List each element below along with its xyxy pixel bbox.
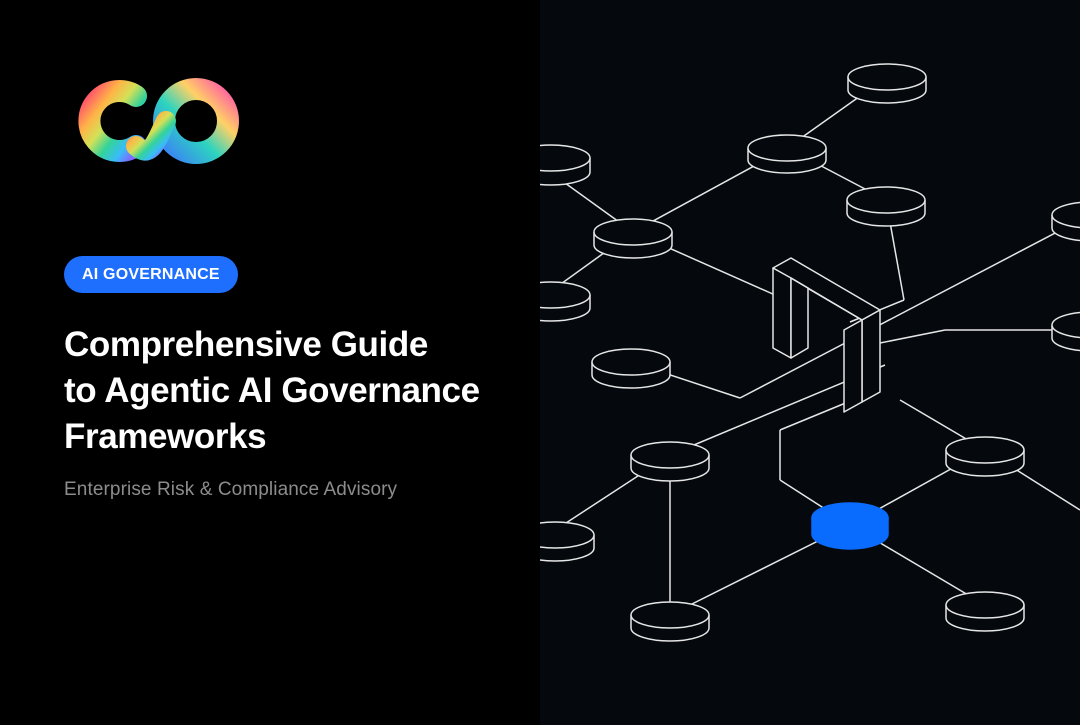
logo-icon — [78, 78, 239, 164]
category-badge-label: AI GOVERNANCE — [82, 265, 220, 283]
subtitle: Enterprise Risk & Compliance Advisory — [64, 479, 398, 500]
title-line-1: Comprehensive Guide — [64, 325, 428, 364]
category-badge: AI GOVERNANCE — [64, 256, 238, 293]
network-nodes-icon — [540, 63, 1080, 642]
highlight-node — [811, 502, 889, 550]
network-illustration-panel — [540, 0, 1080, 725]
title-line-2: to Agentic AI Governance — [64, 371, 480, 410]
left-panel: AI GOVERNANCE Comprehensive Guide to Age… — [64, 78, 534, 500]
title-line-3: Frameworks — [64, 417, 267, 456]
page-title: Comprehensive Guide to Agentic AI Govern… — [64, 322, 534, 460]
